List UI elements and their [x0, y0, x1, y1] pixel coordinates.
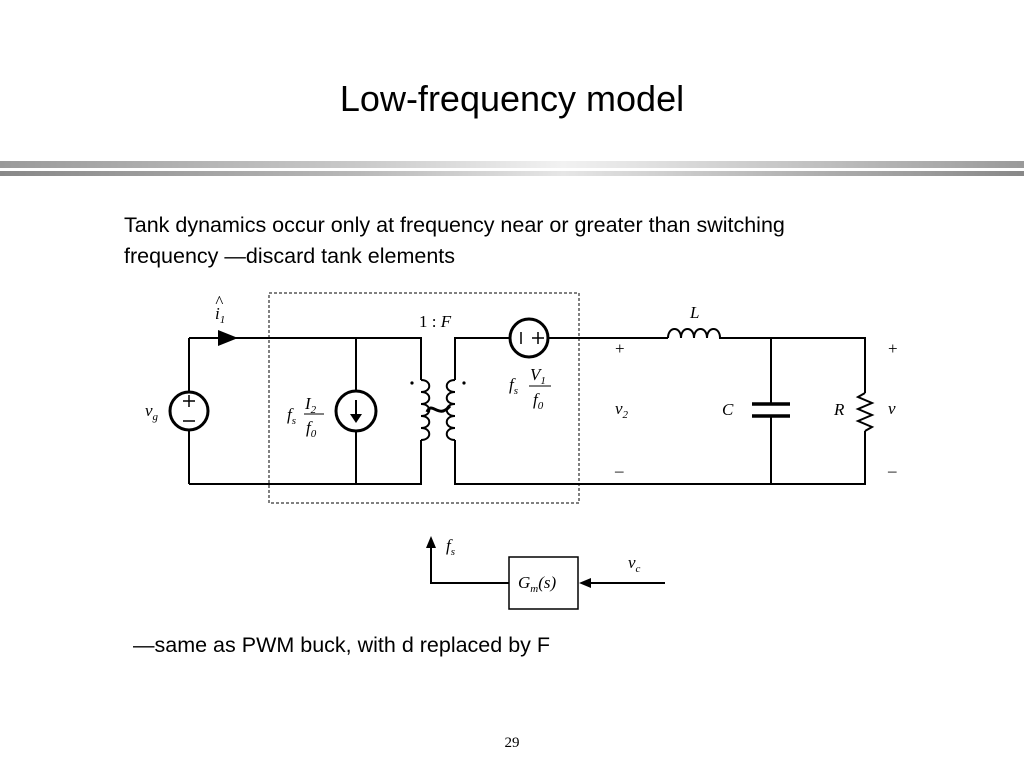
- control-path: [430, 545, 665, 584]
- title-divider-upper: [0, 161, 1024, 168]
- footer-note: —same as PWM buck, with d replaced by F: [133, 633, 551, 657]
- vout-minus: –: [887, 461, 897, 480]
- fs-arrowhead: [426, 536, 436, 548]
- primary-dot: [410, 381, 414, 385]
- capacitor-label: C: [722, 400, 734, 419]
- vg-label: vg: [145, 401, 159, 423]
- svg-text:I2: I2: [304, 394, 317, 416]
- v2-plus: +: [615, 339, 625, 358]
- control-voltage-label: vc: [628, 553, 641, 575]
- output-loop-wires: [454, 337, 866, 485]
- vc-arrowhead: [579, 578, 591, 588]
- v2-label: v2: [615, 399, 629, 421]
- svg-text:fs: fs: [287, 405, 296, 427]
- vout-plus: +: [888, 339, 898, 358]
- current-source-gain-label: fs I2 f0: [287, 394, 324, 440]
- transformer: [420, 379, 456, 441]
- svg-text:V1: V1: [530, 365, 546, 387]
- resistor: [855, 392, 875, 432]
- v2-minus: –: [614, 461, 624, 480]
- resistor-label: R: [833, 400, 845, 419]
- tank-boundary-box: [268, 292, 580, 504]
- input-voltage-source: [168, 390, 210, 432]
- secondary-dot: [462, 381, 466, 385]
- body-line-2: frequency —discard tank elements: [124, 244, 456, 268]
- svg-text:f0: f0: [306, 418, 317, 440]
- dependent-current-source: [334, 389, 378, 433]
- svg-text:f0: f0: [533, 390, 544, 412]
- gm-block-label: Gm(s): [518, 573, 557, 595]
- title-divider-lower: [0, 171, 1024, 176]
- fs-label: fs: [446, 536, 455, 558]
- dependent-voltage-source: [508, 317, 550, 359]
- gm-block: [508, 556, 579, 610]
- body-text: Tank dynamics occur only at frequency ne…: [124, 210, 924, 272]
- vout-label: v: [888, 399, 896, 418]
- input-loop-wires: [188, 337, 422, 485]
- inductor-label: L: [689, 303, 699, 322]
- body-line-1: Tank dynamics occur only at frequency ne…: [124, 213, 785, 237]
- turns-ratio-label: 1 : F: [419, 312, 452, 331]
- voltage-source-gain-label: fs V1 f0: [509, 365, 551, 412]
- inductor: [667, 328, 730, 339]
- slide-title: Low-frequency model: [339, 78, 685, 119]
- input-current-label: i1: [215, 304, 225, 326]
- input-current-hat: ^: [215, 292, 224, 311]
- capacitor: [752, 402, 790, 418]
- page-number: 29: [504, 735, 520, 751]
- svg-text:fs: fs: [509, 375, 518, 397]
